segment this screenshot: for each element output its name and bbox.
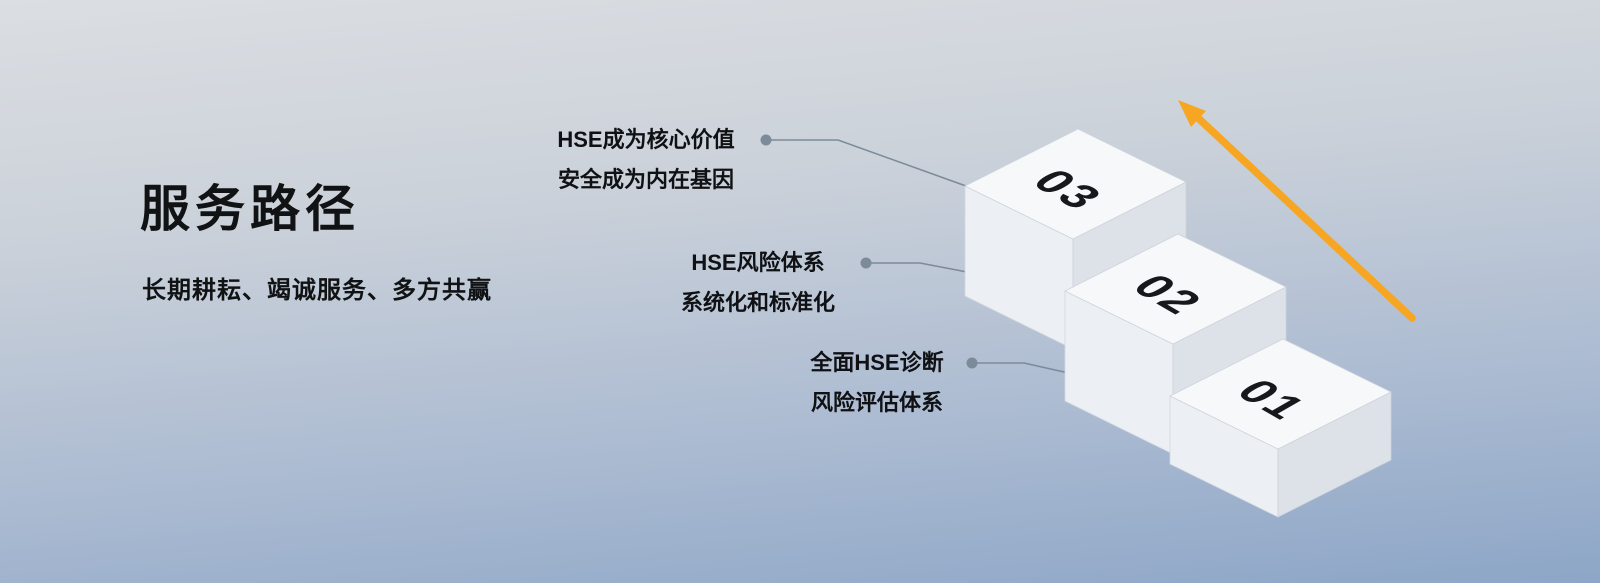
callout-step-01-line1: 全面HSE诊断 [810,350,944,375]
page-title: 服务路径 [140,181,360,237]
callout-step-01: 全面HSE诊断 风险评估体系 [788,343,966,423]
growth-arrow-shaft [1192,112,1416,322]
callout-step-02-line1: HSE风险体系 [691,250,825,275]
callout-step-03: HSE成为核心价值 安全成为内在基因 [540,120,752,200]
callout-step-03-line2: 安全成为内在基因 [557,167,734,192]
step-03-top-face [964,128,1187,240]
growth-arrow-head [1178,100,1206,127]
connector-dot-icon [760,134,772,146]
callout-step-01-line2: 风险评估体系 [810,390,943,415]
step-01-top-face [1169,338,1392,450]
step-02-top-face [1064,233,1287,345]
stair-step-01 [1169,338,1392,518]
callout-step-03-line1: HSE成为核心价值 [557,127,735,152]
callout-step-02: HSE风险体系 系统化和标准化 [662,243,854,323]
page-subtitle: 长期耕耘、竭诚服务、多方共赢 [142,277,492,304]
callout-step-02-line2: 系统化和标准化 [680,290,835,315]
connector-dot-icon [966,357,978,369]
connector-line-step-03 [766,139,967,187]
connector-dot-icon [860,257,872,269]
growth-arrow-icon [1178,100,1416,322]
